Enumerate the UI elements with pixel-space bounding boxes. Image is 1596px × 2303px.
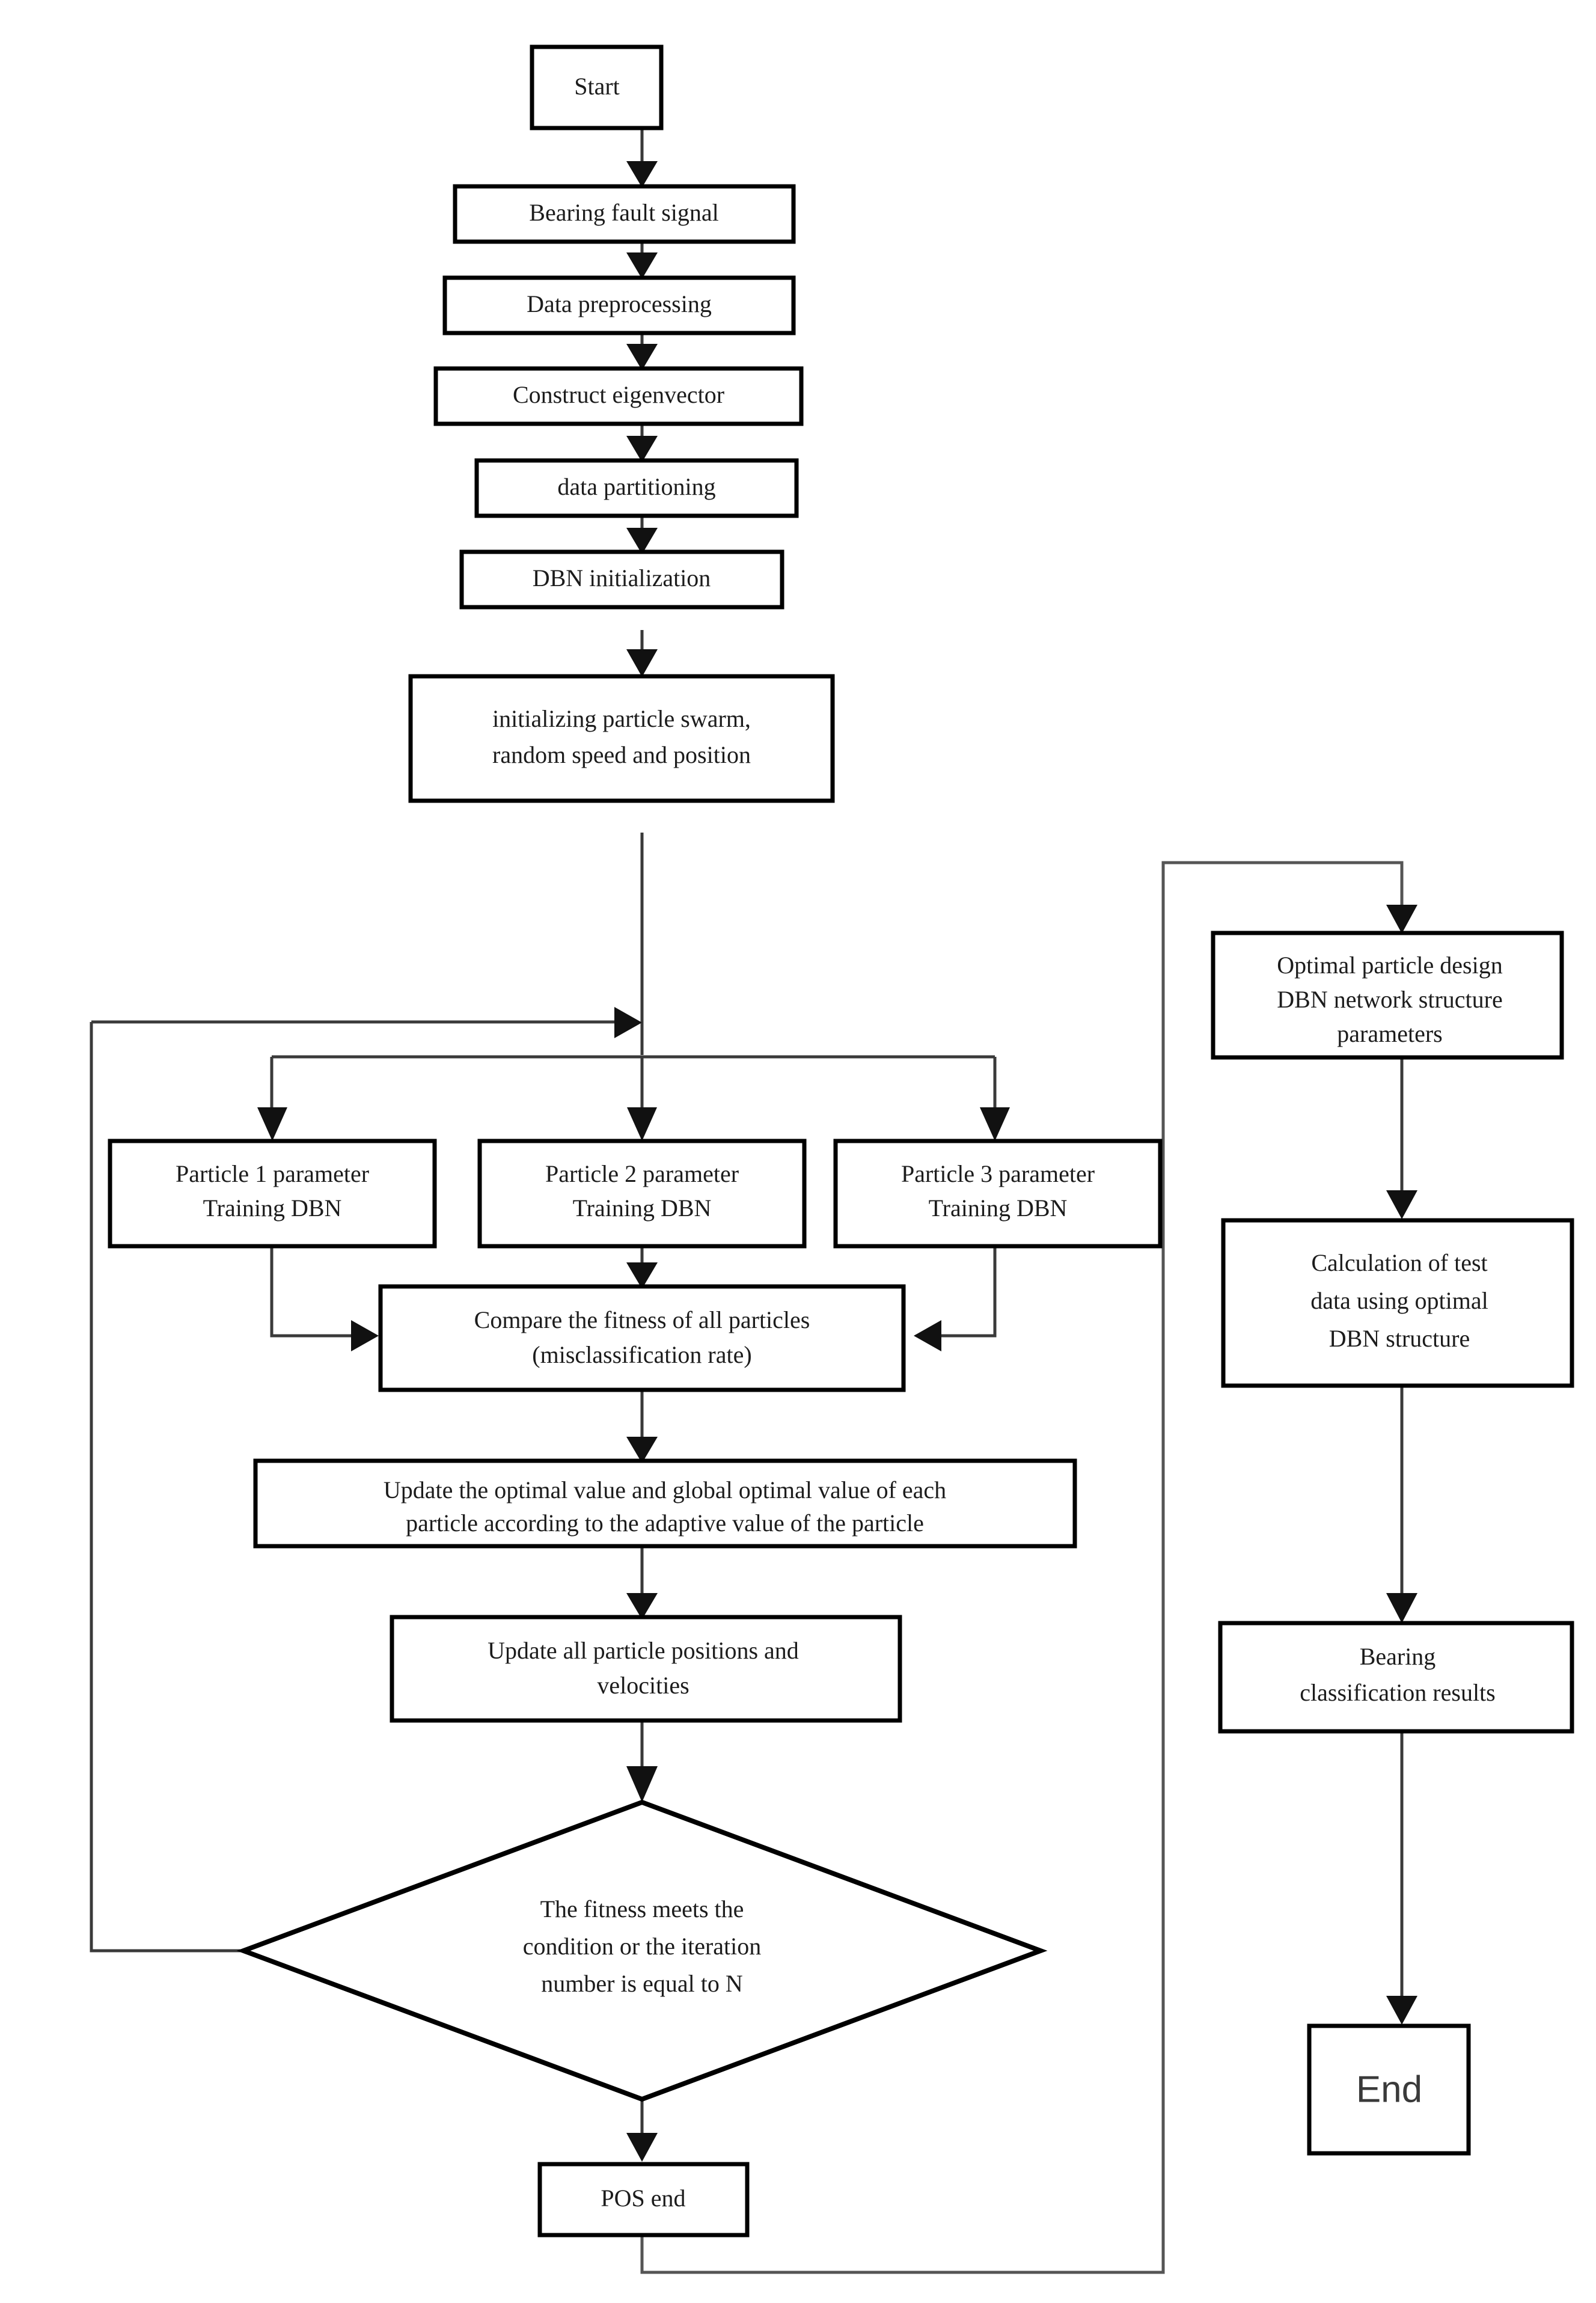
node-calculation-test-data-line1: Calculation of test: [1311, 1249, 1487, 1276]
node-start-shape: [530, 44, 664, 130]
node-construct-eigenvector-label: Construct eigenvector: [513, 381, 724, 408]
node-update-optimal-value-line1: Update the optimal value and global opti…: [384, 1476, 946, 1503]
node-compare-fitness-line1: Compare the fitness of all particles: [474, 1306, 810, 1333]
arrow-head-icon: [626, 649, 658, 677]
node-fitness-decision-shape: [236, 1799, 1048, 2102]
node-start-label: Start: [574, 73, 620, 100]
edge-particle3-to-compare: [938, 1243, 997, 1338]
node-bearing-classification-results-shape: [1218, 1621, 1574, 1734]
arrow-head-icon: [626, 1437, 658, 1463]
node-pos-end-label: POS end: [601, 2185, 685, 2212]
arrow-head-icon: [1386, 1190, 1417, 1219]
node-particle-2[interactable]: Particle 2 parameter Training DBN: [477, 1139, 807, 1249]
node-particle-3[interactable]: Particle 3 parameter Training DBN: [833, 1139, 1163, 1249]
node-pos-end[interactable]: POS end: [537, 2162, 750, 2237]
arrow-head-icon: [626, 1593, 658, 1619]
node-update-optimal-value[interactable]: Update the optimal value and global opti…: [253, 1458, 1077, 1549]
node-init-particle-swarm-line2: random speed and position: [492, 741, 751, 768]
arrow-head-icon: [257, 1107, 287, 1141]
node-dbn-initialization-shape: [459, 549, 784, 610]
node-update-positions-line1: Update all particle positions and: [488, 1637, 799, 1664]
arrow-head-icon: [1386, 1593, 1417, 1623]
arrow-head-icon: [627, 1107, 657, 1141]
arrow-head-icon: [626, 252, 658, 279]
node-data-preprocessing-shape: [442, 275, 796, 335]
node-bearing-fault-signal-label: Bearing fault signal: [529, 199, 718, 226]
node-data-preprocessing-label: Data preprocessing: [527, 290, 712, 317]
arrow-head-icon: [626, 161, 658, 188]
arrow-head-icon: [626, 344, 658, 370]
node-update-positions-line2: velocities: [597, 1672, 689, 1699]
node-data-preprocessing[interactable]: Data preprocessing: [442, 275, 796, 335]
arrow-head-icon: [626, 436, 658, 462]
arrow-head-icon: [980, 1107, 1010, 1141]
arrow-head-icon: [626, 2133, 658, 2162]
node-compare-fitness-line2: (misclassification rate): [532, 1341, 751, 1368]
arrow-head-icon: [614, 1007, 642, 1038]
node-start[interactable]: Start: [530, 44, 664, 130]
node-pos-end-shape: [537, 2162, 750, 2237]
node-construct-eigenvector[interactable]: Construct eigenvector: [433, 366, 804, 426]
node-compare-fitness-shape: [378, 1284, 906, 1392]
node-particle-2-line1: Particle 2 parameter: [545, 1160, 739, 1187]
node-update-optimal-value-line2: particle according to the adaptive value…: [406, 1509, 924, 1537]
node-init-particle-swarm-line1: initializing particle swarm,: [492, 705, 751, 732]
node-fitness-decision-line1: The fitness meets the: [540, 1895, 744, 1922]
node-particle-1[interactable]: Particle 1 parameter Training DBN: [108, 1139, 437, 1249]
node-particle-1-line1: Particle 1 parameter: [176, 1160, 369, 1187]
node-bearing-fault-signal[interactable]: Bearing fault signal: [453, 184, 796, 244]
node-calculation-test-data-line3: DBN structure: [1329, 1325, 1470, 1352]
node-data-partitioning-shape: [474, 458, 799, 518]
node-end-shape: [1307, 2023, 1471, 2156]
node-bearing-classification-results-line2: classification results: [1300, 1679, 1495, 1706]
node-particle-1-line2: Training DBN: [203, 1194, 342, 1222]
node-optimal-particle-design-line1: Optimal particle design: [1277, 952, 1502, 979]
node-fitness-decision-line3: number is equal to N: [541, 1970, 743, 1997]
node-init-particle-swarm[interactable]: initializing particle swarm, random spee…: [408, 674, 835, 803]
node-bearing-fault-signal-shape: [453, 184, 796, 244]
node-dbn-initialization[interactable]: DBN initialization: [459, 549, 784, 610]
node-update-positions[interactable]: Update all particle positions and veloci…: [390, 1615, 902, 1723]
edge-particle1-to-compare: [270, 1243, 355, 1338]
arrow-head-icon: [626, 1262, 658, 1289]
node-update-optimal-value-shape: [253, 1458, 1077, 1549]
node-particle-3-line1: Particle 3 parameter: [901, 1160, 1095, 1187]
arrow-head-icon: [626, 1766, 658, 1802]
node-optimal-particle-design[interactable]: Optimal particle design DBN network stru…: [1211, 931, 1564, 1060]
node-bearing-classification-results-line1: Bearing: [1360, 1643, 1436, 1670]
node-optimal-particle-design-line3: parameters: [1337, 1020, 1442, 1047]
node-optimal-particle-design-line2: DBN network structure: [1277, 986, 1502, 1013]
node-init-particle-swarm-shape: [408, 674, 835, 803]
node-data-partitioning-label: data partitioning: [557, 473, 715, 500]
edge-pos-end-to-optimal-particle-design: [640, 861, 1404, 2274]
arrow-head-icon: [626, 528, 658, 554]
node-bearing-classification-results[interactable]: Bearing classification results: [1218, 1621, 1574, 1734]
node-particle-1-shape: [108, 1139, 437, 1249]
arrow-head-icon: [1386, 905, 1417, 934]
node-fitness-decision-line2: condition or the iteration: [523, 1933, 762, 1960]
edge-layer: [90, 128, 1417, 2274]
node-compare-fitness[interactable]: Compare the fitness of all particles (mi…: [378, 1284, 906, 1392]
edge-decision-loopback-left: [90, 1022, 243, 1953]
node-optimal-particle-design-shape: [1211, 931, 1564, 1060]
node-particle-3-shape: [833, 1139, 1163, 1249]
node-calculation-test-data[interactable]: Calculation of test data using optimal D…: [1221, 1218, 1574, 1388]
node-particle-2-shape: [477, 1139, 807, 1249]
node-data-partitioning[interactable]: data partitioning: [474, 458, 799, 518]
node-end[interactable]: End: [1307, 2023, 1471, 2156]
arrow-head-icon: [914, 1320, 941, 1351]
arrow-head-icon: [1386, 1996, 1417, 2025]
node-update-positions-shape: [390, 1615, 902, 1723]
node-fitness-decision[interactable]: The fitness meets the condition or the i…: [236, 1799, 1048, 2102]
node-construct-eigenvector-shape: [433, 366, 804, 426]
node-particle-2-line2: Training DBN: [573, 1194, 712, 1222]
node-dbn-initialization-label: DBN initialization: [533, 564, 711, 592]
node-end-label: End: [1356, 2069, 1422, 2110]
node-particle-3-line2: Training DBN: [929, 1194, 1068, 1222]
node-calculation-test-data-shape: [1221, 1218, 1574, 1388]
node-calculation-test-data-line2: data using optimal: [1310, 1287, 1488, 1314]
arrow-head-icon: [351, 1320, 379, 1351]
